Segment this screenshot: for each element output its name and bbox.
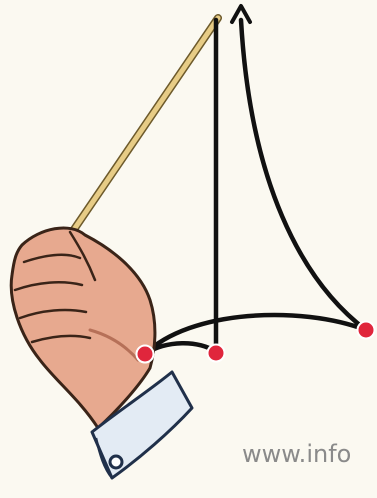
beat-marker-left bbox=[137, 346, 154, 363]
beat-marker-middle bbox=[208, 345, 225, 362]
beat-marker-right bbox=[358, 322, 375, 339]
cufflink-icon bbox=[110, 456, 122, 468]
watermark-text: www.info bbox=[242, 440, 351, 468]
